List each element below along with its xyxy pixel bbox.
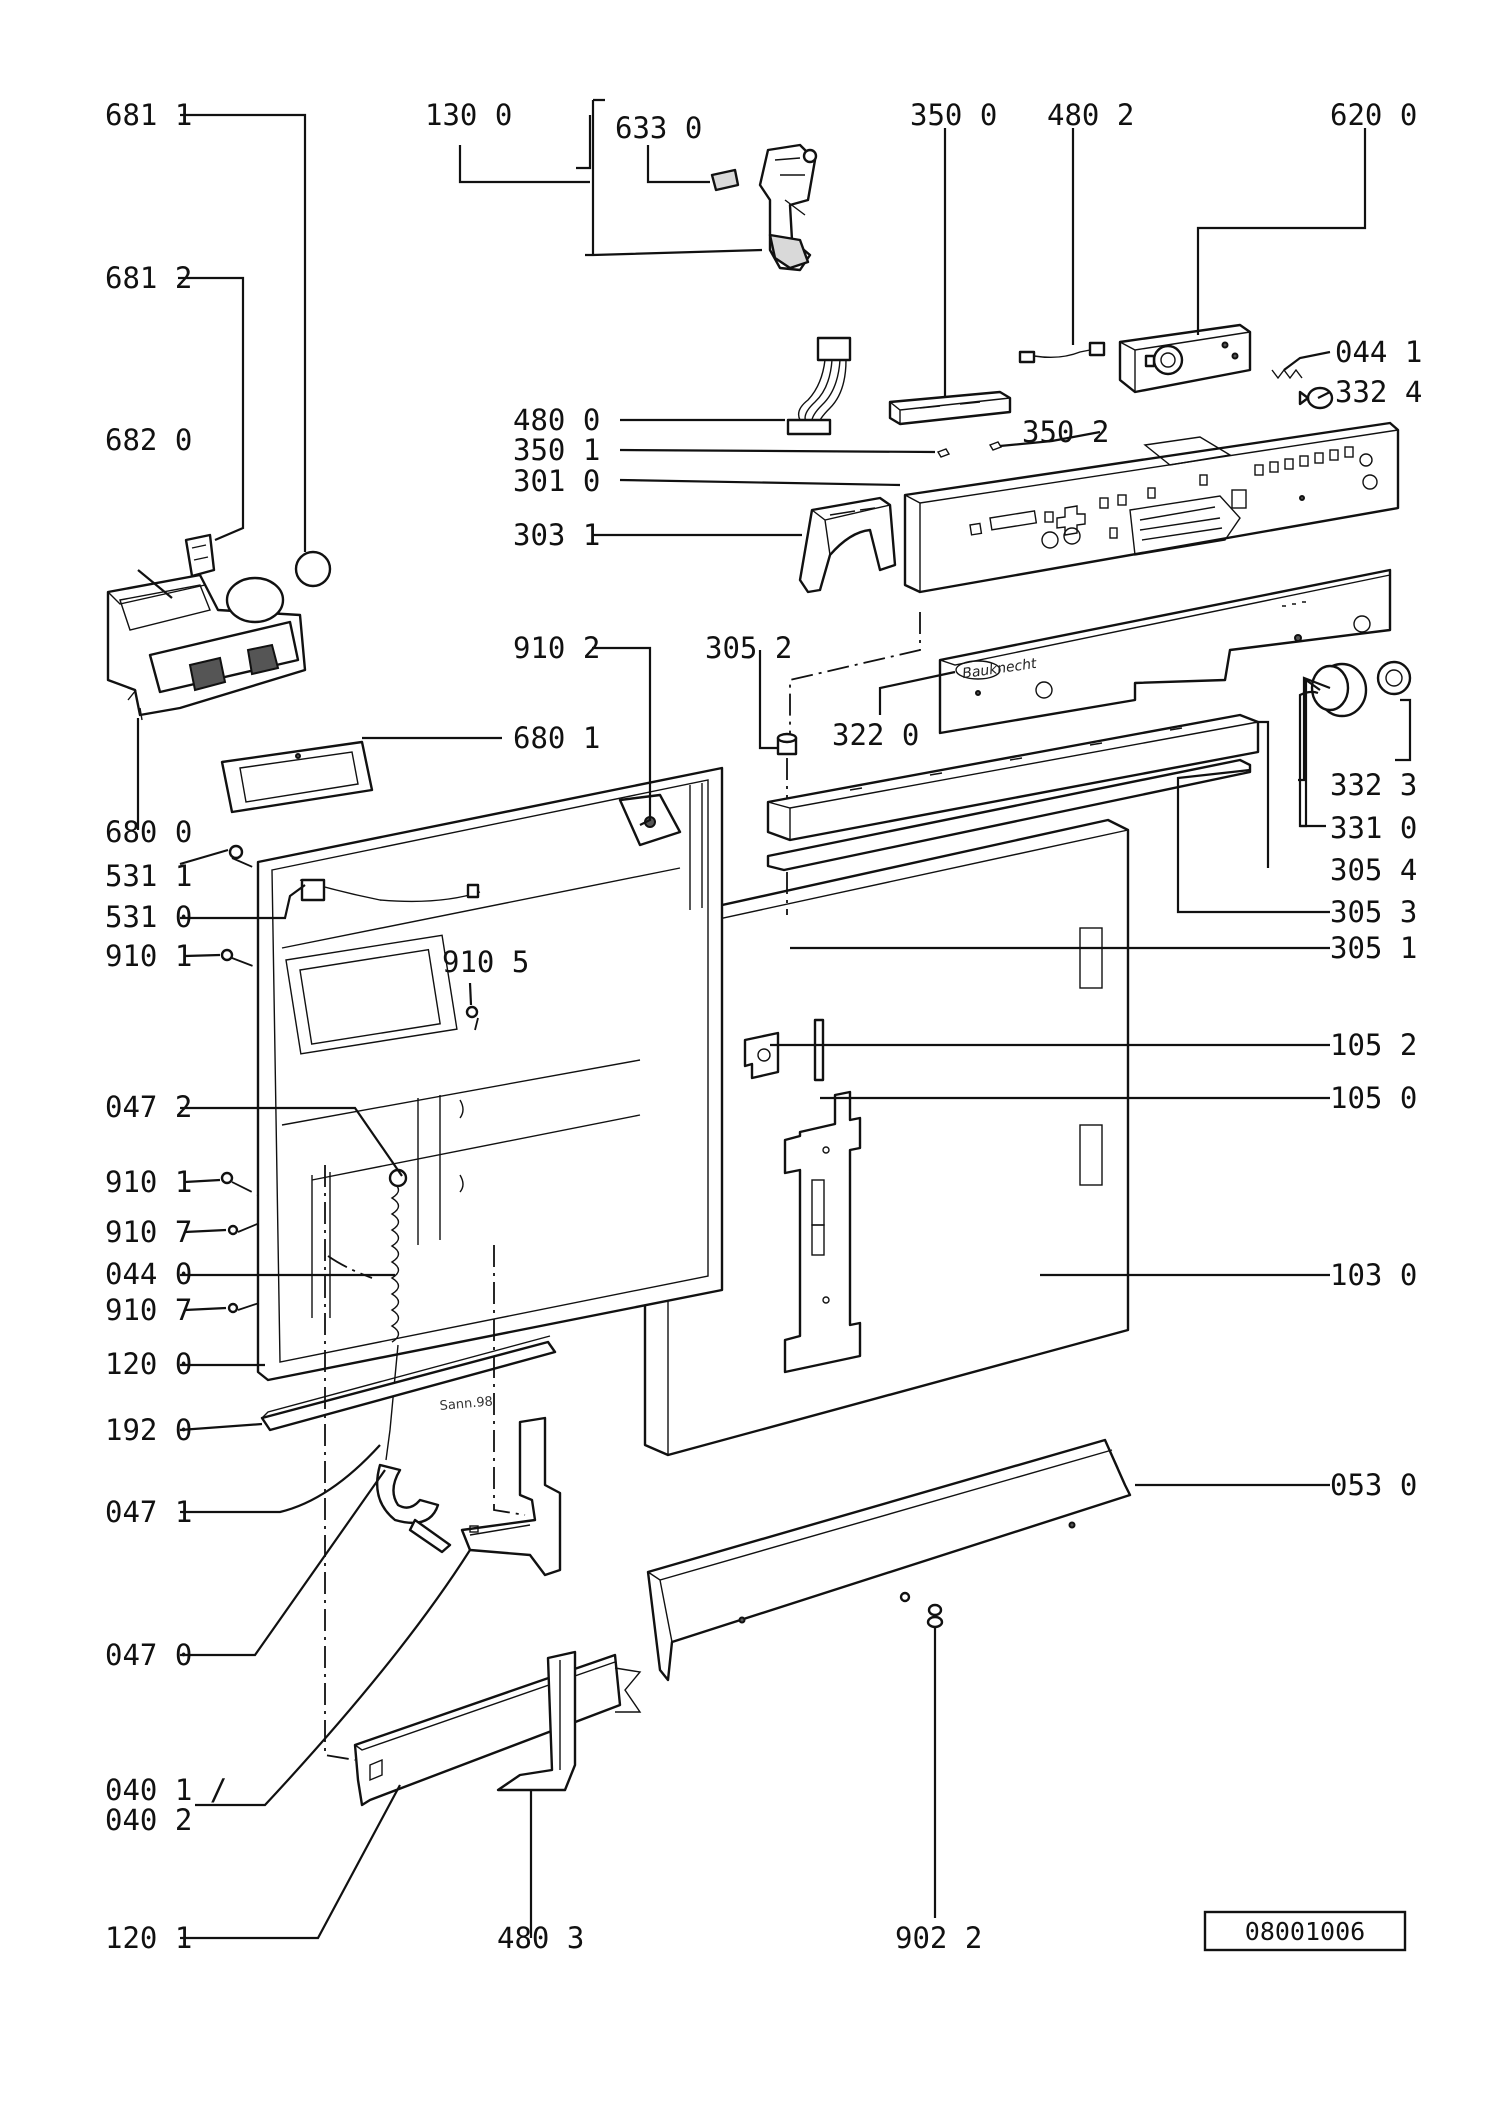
callout-332-4: 332 4 <box>1335 375 1422 409</box>
reinforcement-105-0 <box>783 1090 862 1374</box>
callout-680-1: 680 1 <box>513 721 600 755</box>
callout-105-2: 105 2 <box>1330 1028 1417 1062</box>
latch-assembly-130-0 <box>710 143 818 272</box>
callout-040-2: 040 2 <box>105 1803 192 1837</box>
callout-350-0: 350 0 <box>910 98 997 132</box>
leader-lines <box>136 98 1412 1940</box>
callout-303-1: 303 1 <box>513 518 600 552</box>
callout-120-1: 120 1 <box>105 1921 192 1955</box>
callout-480-2: 480 2 <box>1047 98 1134 132</box>
rail-305-4 <box>766 713 1260 842</box>
drawing-number-box: 08001006 <box>1203 1910 1407 1952</box>
ball-681-1 <box>294 550 332 588</box>
callout-910-7-b: 910 7 <box>105 1293 192 1327</box>
gasket-680-1 <box>220 740 374 814</box>
callout-531-0: 531 0 <box>105 900 192 934</box>
callout-681-2: 681 2 <box>105 261 192 295</box>
callout-350-2: 350 2 <box>1022 415 1109 449</box>
callout-480-0: 480 0 <box>513 403 600 437</box>
callout-910-7-a: 910 7 <box>105 1215 192 1249</box>
callout-332-3: 332 3 <box>1330 768 1417 802</box>
callout-053-0: 053 0 <box>1330 1468 1417 1502</box>
callout-305-3: 305 3 <box>1330 895 1417 929</box>
strip-192-0: Sann.98 <box>260 1335 557 1432</box>
microswitch-633-0 <box>710 168 740 192</box>
callout-301-0: 301 0 <box>513 464 600 498</box>
inner-door-120-0 <box>256 766 724 1382</box>
callout-902-2: 902 2 <box>895 1921 982 1955</box>
callout-305-1: 305 1 <box>1330 931 1417 965</box>
callout-044-0: 044 0 <box>105 1257 192 1291</box>
knob-cap-332-4 <box>1298 386 1334 410</box>
knob-cap-332-3 <box>1376 660 1412 696</box>
electronic-module-620-0 <box>1118 323 1252 394</box>
panel-marking: Sann.98 <box>439 1394 493 1414</box>
panel-322-0: Bauknecht <box>938 568 1392 735</box>
callout-322-0: 322 0 <box>832 718 919 752</box>
module-350-0 <box>888 390 1012 426</box>
callout-130-0: 130 0 <box>425 98 512 132</box>
assembly-lines <box>231 612 921 1761</box>
harness-480-0 <box>786 336 852 436</box>
handle-303-1 <box>798 496 897 594</box>
callout-682-0: 682 0 <box>105 423 192 457</box>
clip-681-2 <box>184 533 216 578</box>
callout-910-1-b: 910 1 <box>105 1165 192 1199</box>
callout-047-2: 047 2 <box>105 1090 192 1124</box>
clip-305-2 <box>776 732 798 756</box>
callout-103-0: 103 0 <box>1330 1258 1417 1292</box>
callout-331-0: 331 0 <box>1330 811 1417 845</box>
bracket-105-2 <box>743 1018 825 1082</box>
callout-305-4: 305 4 <box>1330 853 1417 887</box>
dispenser-680-0 <box>106 573 307 721</box>
screw-902-2 <box>926 1603 944 1629</box>
callout-305-2: 305 2 <box>705 631 792 665</box>
callout-681-1: 681 1 <box>105 98 192 132</box>
callout-040-1: 040 1 / <box>105 1773 227 1807</box>
callout-480-3: 480 3 <box>497 1921 584 1955</box>
knob-331-0 <box>1310 662 1368 718</box>
callout-350-1: 350 1 <box>513 433 600 467</box>
callout-910-1-a: 910 1 <box>105 939 192 973</box>
cable-480-2 <box>1018 341 1106 364</box>
callout-labels: 681 1 681 2 682 0 680 0 531 1 531 0 910 … <box>105 98 1422 1955</box>
callout-633-0: 633 0 <box>615 111 702 145</box>
screw-531-1 <box>228 844 244 860</box>
callout-680-0: 680 0 <box>105 815 192 849</box>
strip-305-3 <box>766 758 1252 872</box>
cable-pulley-047-0 <box>376 1463 452 1554</box>
callout-120-0: 120 0 <box>105 1347 192 1381</box>
callout-620-0: 620 0 <box>1330 98 1417 132</box>
hinge-bracket-040 <box>460 1416 562 1577</box>
callout-044-1: 044 1 <box>1335 335 1422 369</box>
spring-044-1 <box>1271 368 1303 380</box>
callout-531-1: 531 1 <box>105 859 192 893</box>
callout-192-0: 192 0 <box>105 1413 192 1447</box>
plinth-053-0 <box>646 1438 1132 1682</box>
callout-105-0: 105 0 <box>1330 1081 1417 1115</box>
screws-350-1-350-2 <box>936 441 1003 458</box>
screws-910 <box>220 948 479 1314</box>
drawing-number: 08001006 <box>1245 1917 1365 1946</box>
control-panel-301-0 <box>903 421 1400 594</box>
callout-047-1: 047 1 <box>105 1495 192 1529</box>
callout-910-2: 910 2 <box>513 631 600 665</box>
profile-120-1 <box>353 1653 642 1807</box>
callout-047-0: 047 0 <box>105 1638 192 1672</box>
callout-910-5: 910 5 <box>442 945 529 979</box>
